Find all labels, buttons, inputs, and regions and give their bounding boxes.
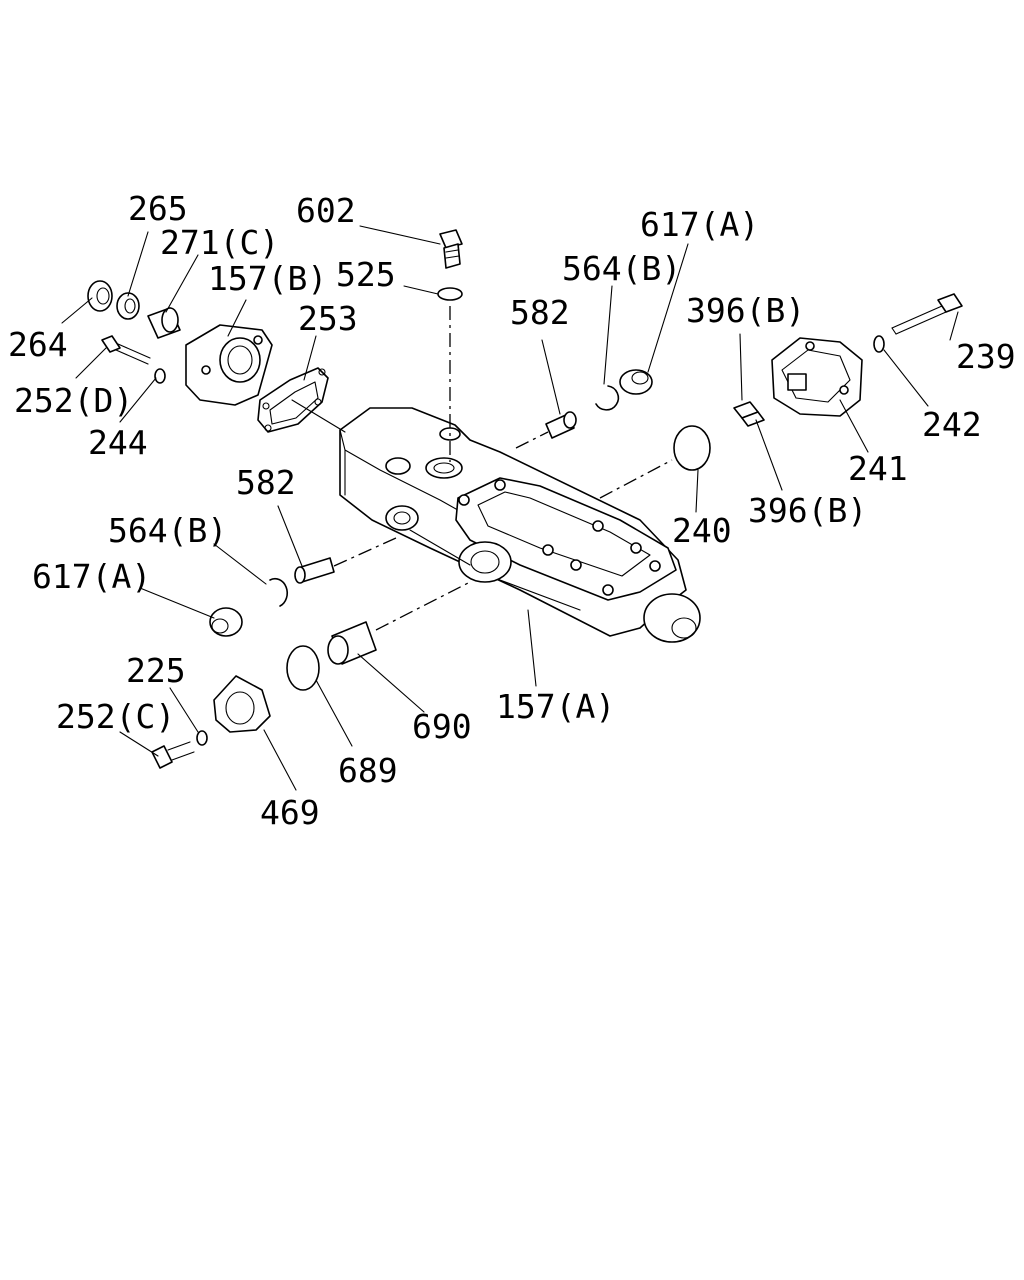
label-617a-top: 617(A): [640, 205, 759, 244]
seal-264: [87, 280, 113, 312]
sleeve-690: [327, 621, 377, 665]
label-271c: 271(C): [160, 223, 279, 262]
plug-617a-top: [619, 369, 653, 395]
label-242: 242: [922, 405, 982, 444]
label-564b-top: 564(B): [562, 249, 681, 288]
bolt-252d: [101, 335, 151, 365]
label-265: 265: [128, 189, 188, 228]
cover-157b: [185, 324, 273, 406]
bushing-271c: [147, 307, 181, 339]
cap-469: [213, 675, 271, 733]
label-225: 225: [126, 651, 186, 690]
oring-240: [673, 425, 711, 471]
label-396b-top: 396(B): [686, 291, 805, 330]
label-241: 241: [848, 449, 908, 488]
label-564b-mid: 564(B): [108, 511, 227, 550]
pins-396b: [733, 401, 765, 427]
oring-689: [286, 645, 320, 691]
label-617a-mid: 617(A): [32, 557, 151, 596]
bolt-252c: [151, 741, 195, 769]
part-labels: 264 265 271(C) 157(B) 253 252(D) 244 602…: [8, 189, 1016, 832]
label-157b: 157(B): [208, 259, 327, 298]
ring-265: [116, 292, 140, 320]
washer-242: [873, 335, 885, 353]
washer-225: [196, 730, 208, 746]
label-264: 264: [8, 325, 68, 364]
label-396b-low: 396(B): [748, 491, 867, 530]
ring-564b-top: [595, 385, 620, 411]
label-689: 689: [338, 751, 398, 790]
label-252c: 252(C): [56, 697, 175, 736]
bolt-239: [891, 293, 963, 335]
clip-525: [437, 287, 463, 301]
label-525: 525: [336, 255, 396, 294]
pin-582-top: [545, 411, 577, 439]
label-469: 469: [260, 793, 320, 832]
label-582-mid: 582: [236, 463, 296, 502]
bolt-602: [439, 229, 463, 269]
pin-582-mid: [294, 557, 335, 584]
label-240: 240: [672, 511, 732, 550]
label-239: 239: [956, 337, 1016, 376]
label-244: 244: [88, 423, 148, 462]
plug-617a-mid: [209, 607, 243, 637]
leader-lines: [61, 225, 959, 791]
label-253: 253: [298, 299, 358, 338]
label-582-top: 582: [510, 293, 570, 332]
main-housing: [339, 407, 701, 643]
washer-244: [154, 368, 166, 384]
label-602: 602: [296, 191, 356, 230]
ring-564b-mid: [269, 577, 288, 607]
label-690: 690: [412, 707, 472, 746]
cover-241: [771, 337, 863, 417]
label-157a: 157(A): [496, 687, 615, 726]
label-252d: 252(D): [14, 381, 133, 420]
